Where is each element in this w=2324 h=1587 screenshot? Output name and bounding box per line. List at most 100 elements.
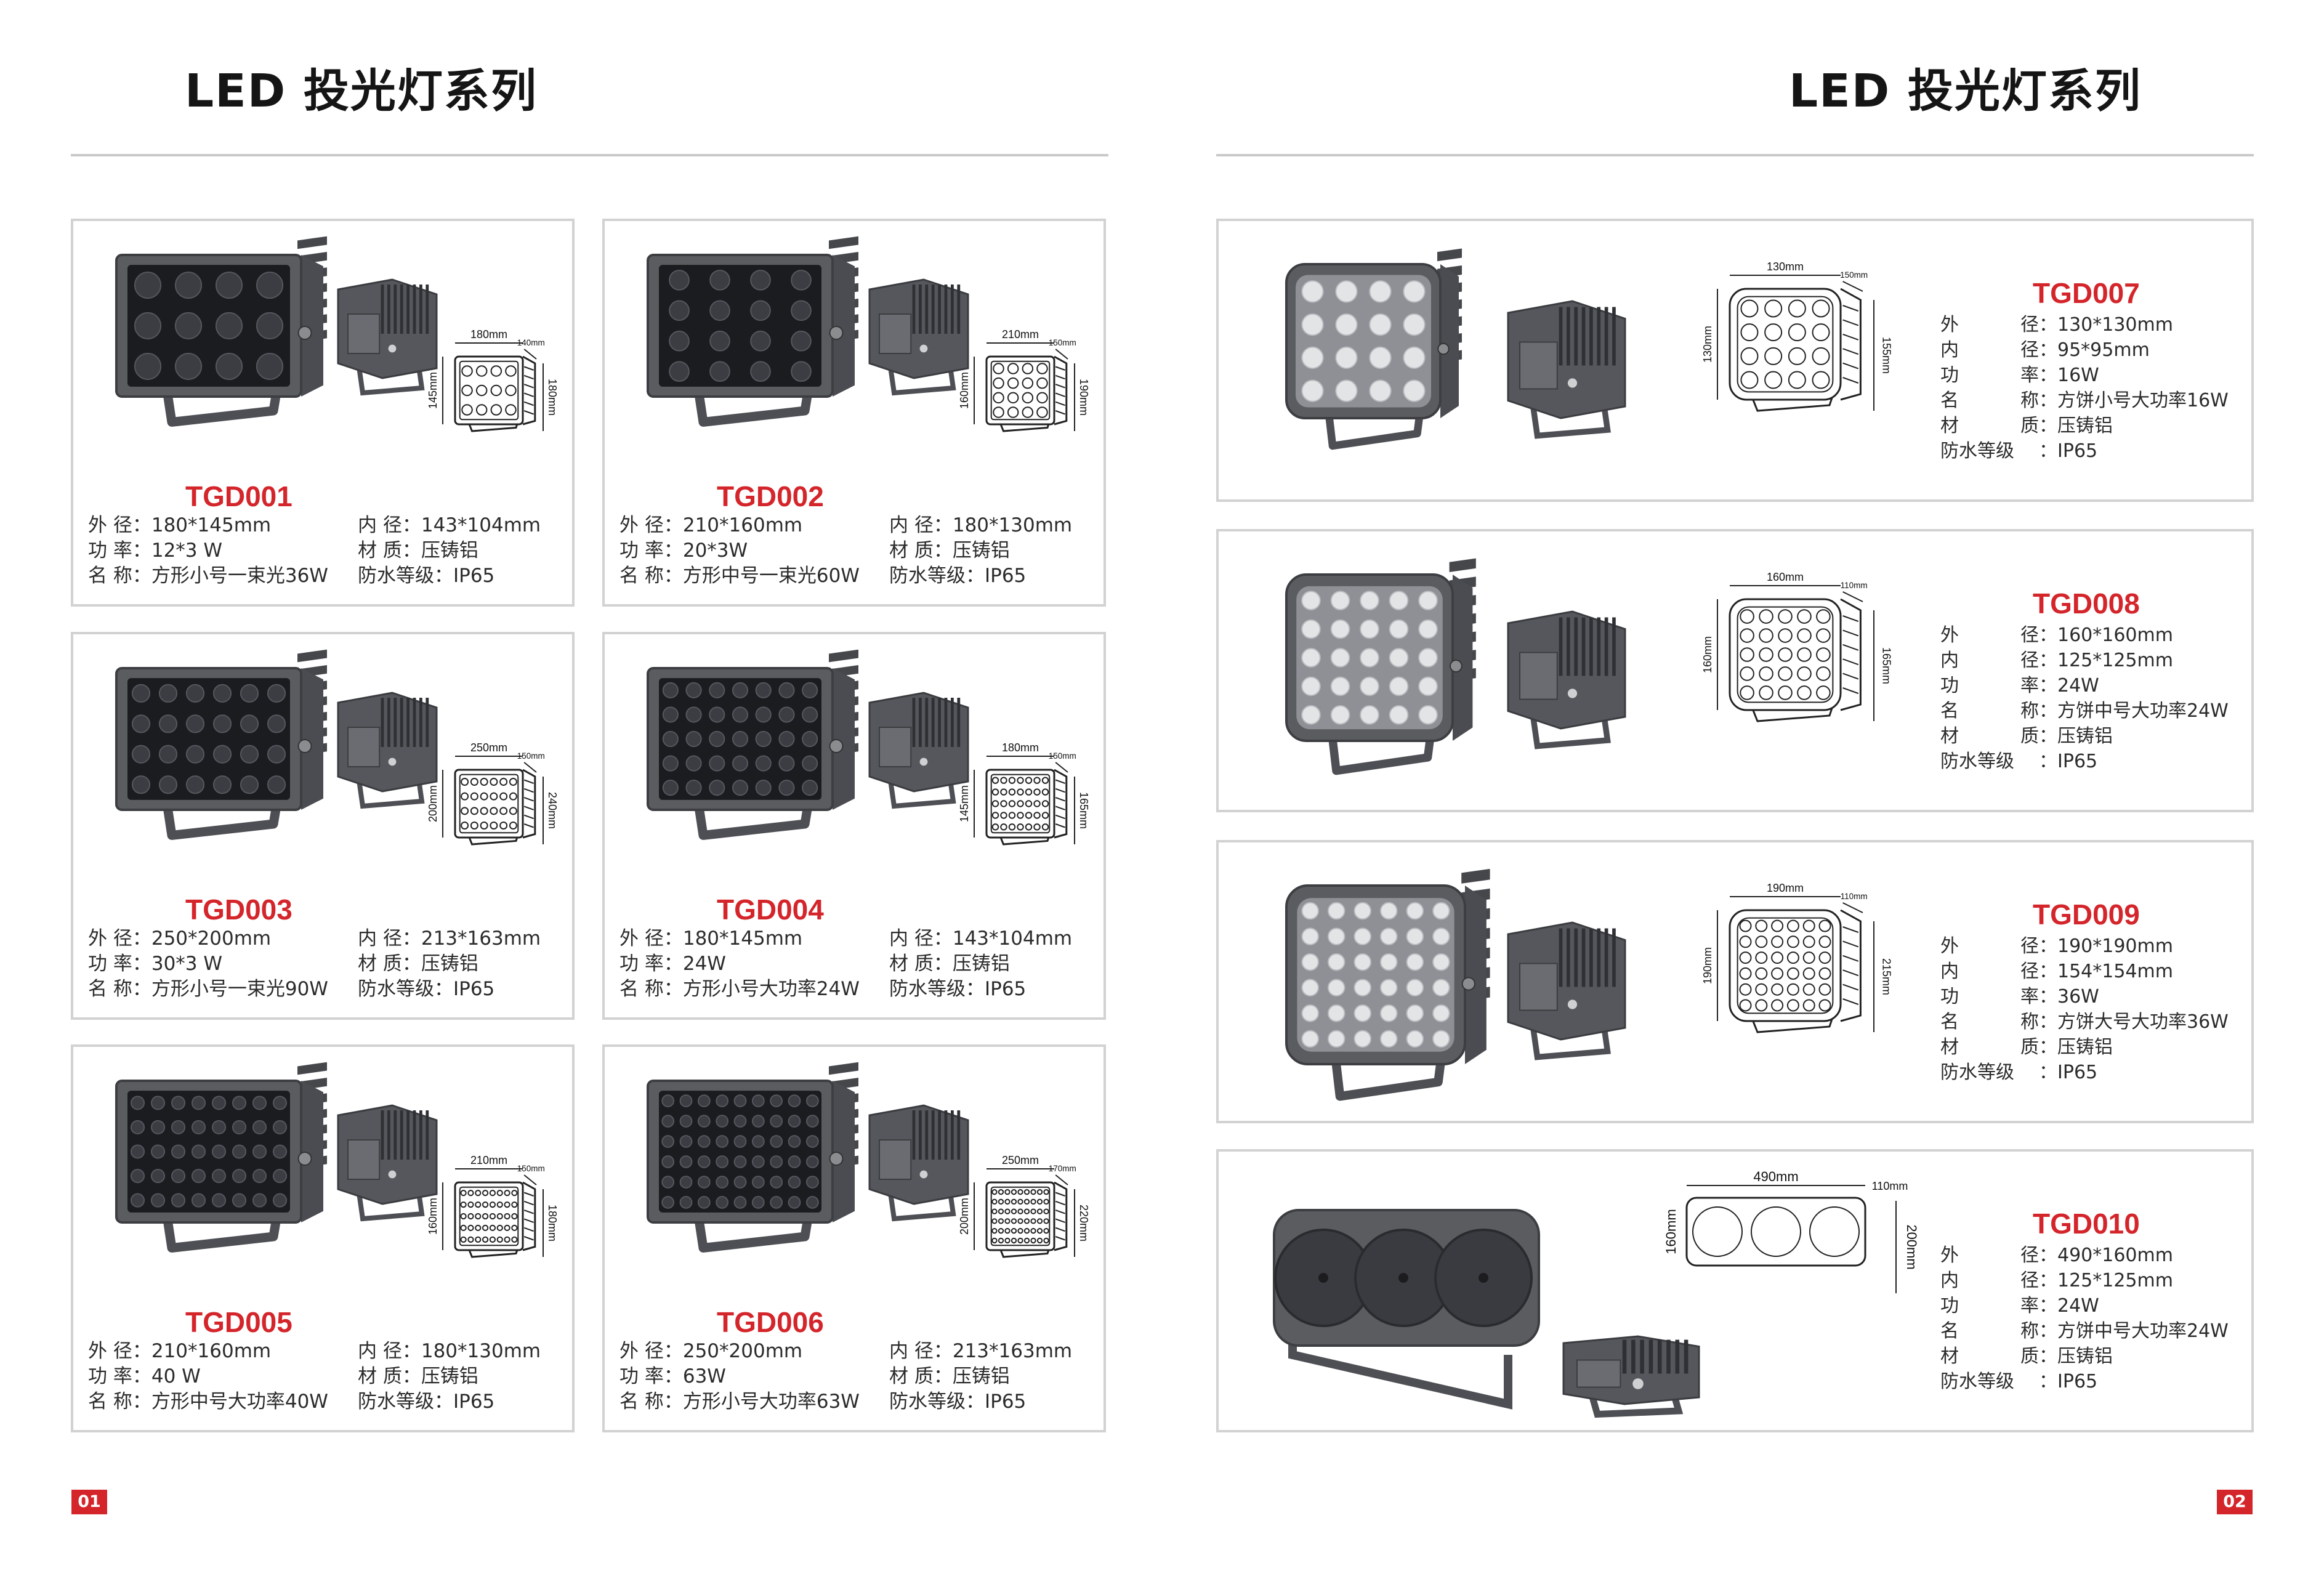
spec-line: 名 称：方形小号一束光90W (88, 978, 328, 1000)
spec-row: 功率：24W (1940, 673, 2229, 698)
spec-line: 外 径：210*160mm (88, 1340, 272, 1362)
left-page-number: 01 (71, 1490, 107, 1514)
spec-label: 名称 (1940, 390, 2039, 411)
spec-line: 材 质：压铸铝 (358, 953, 478, 975)
spec-label: 名称 (1940, 1320, 2039, 1342)
adjust-knob (297, 326, 312, 340)
product-model: TGD009 (2033, 898, 2140, 931)
floodlight-photo (647, 1062, 858, 1253)
spec-line: 外 径：250*200mm (88, 927, 272, 950)
spec-value: 方饼小号大功率16W (2057, 390, 2229, 411)
spec-line: 材 质：压铸铝 (889, 1365, 1010, 1387)
floodlight-rear-photo (337, 692, 438, 809)
led-array (130, 1096, 288, 1208)
dim-bracket-height: 180mm (546, 1205, 559, 1242)
spec-line: 功 率：12*3 W (88, 539, 223, 562)
led-array (1301, 902, 1450, 1048)
spec-row: 材质：压铸铝 (1940, 1035, 2229, 1060)
spec-row: 内径：125*125mm (1940, 648, 2229, 673)
dim-width: 210mm (470, 1154, 507, 1166)
spec-row: 外径：490*160mm (1940, 1243, 2229, 1268)
adjust-knob (829, 739, 844, 753)
spec-left: 外 径：250*200mm 功 率：30*3 W 名 称：方形小号一束光90W (88, 926, 328, 1002)
dim-width: 490mm (1753, 1169, 1798, 1184)
spec-line: 内 径：213*163mm (358, 927, 541, 950)
left-page-title: LED 投光灯系列 (185, 65, 538, 118)
dim-bracket-height: 220mm (1078, 1205, 1090, 1242)
spec-label: 外径 (1940, 314, 2039, 336)
spec-line: 防水等级：IP65 (358, 565, 495, 587)
dim-bracket-height: 200mm (1904, 1224, 1919, 1269)
spec-line: 功 率：30*3 W (88, 953, 223, 975)
dim-depth: 110mm (1841, 581, 1868, 590)
spec-line: 材 质：压铸铝 (889, 539, 1010, 562)
floodlight-rear-photo (868, 278, 969, 396)
dim-bracket-height: 190mm (1078, 379, 1090, 416)
adjust-knob (297, 1152, 312, 1166)
spec-label: 内径 (1940, 1270, 2039, 1291)
spec-label: 名称 (1940, 1011, 2039, 1033)
dim-height: 200mm (958, 1198, 970, 1235)
spec-row: 内径：125*125mm (1940, 1268, 2229, 1293)
floodlight-rear-photo (868, 692, 969, 809)
spec-row: 防水等级：IP65 (1940, 1060, 2229, 1085)
spec-value: IP65 (2057, 1371, 2098, 1392)
spec-line: 名 称：方形小号大功率63W (619, 1391, 860, 1413)
dim-depth: 150mm (517, 1164, 545, 1173)
spec-value: IP65 (2057, 751, 2098, 772)
spec-line: 防水等级：IP65 (889, 1391, 1027, 1413)
floodlight-rear-photo (1507, 300, 1626, 439)
dim-width: 180mm (1002, 741, 1039, 754)
spec-line: 材 质：压铸铝 (889, 953, 1010, 975)
spec-row: 功率：24W (1940, 1293, 2229, 1318)
spec-row: 防水等级：IP65 (1940, 1369, 2229, 1394)
product-model: TGD005 (185, 1306, 293, 1338)
spec-row: 名称：方饼中号大功率24W (1940, 698, 2229, 724)
spec-value: IP65 (2057, 440, 2098, 462)
dim-bracket-height: 165mm (1880, 647, 1892, 684)
spec-label: 内径 (1940, 339, 2039, 361)
floodlight-photo (115, 1062, 327, 1253)
floodlight-rear-photo (868, 1104, 969, 1222)
spec-value: 130*130mm (2057, 314, 2173, 336)
spec-value: 24W (2057, 675, 2099, 697)
spec-label: 防水等级 (1940, 1062, 2014, 1083)
dim-width: 160mm (1767, 571, 1804, 583)
product-model: TGD001 (185, 480, 293, 512)
floodlight-rear-photo (1507, 921, 1626, 1060)
led-array (669, 270, 812, 382)
floodlight-photo (647, 236, 858, 427)
dim-depth: 150mm (1049, 338, 1076, 347)
adjust-knob (829, 326, 844, 340)
spec-value: 压铸铝 (2057, 415, 2113, 437)
spec-line: 功 率：20*3W (619, 539, 748, 562)
adjust-knob (1449, 660, 1463, 672)
spec-row: 名称：方饼小号大功率16W (1940, 388, 2229, 413)
spec-line: 名 称：方形小号一束光36W (88, 565, 328, 587)
spec-line: 内 径：143*104mm (889, 927, 1073, 950)
spec-label: 外径 (1940, 1245, 2039, 1266)
dim-width: 180mm (470, 328, 507, 341)
dim-width: 250mm (1002, 1154, 1039, 1166)
right-title-rule (1216, 154, 2254, 156)
spec-line: 名 称：方形中号大功率40W (88, 1391, 328, 1413)
spec-line: 防水等级：IP65 (358, 1391, 495, 1413)
spec-line: 外 径：180*145mm (88, 514, 272, 536)
dim-height: 200mm (427, 785, 439, 822)
